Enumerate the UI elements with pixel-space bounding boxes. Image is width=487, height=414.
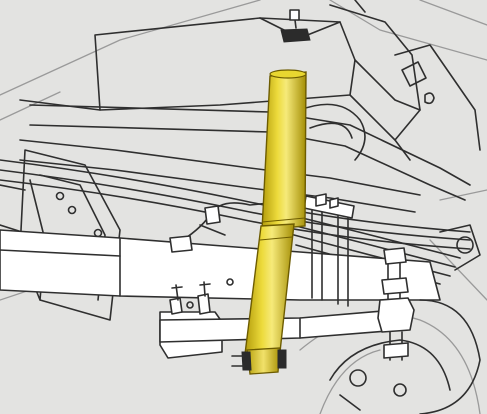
shock-upper-tube xyxy=(261,71,307,231)
shock-top-bushing xyxy=(280,28,311,43)
shock-lower-bushing-right xyxy=(277,349,287,369)
brake-backing-plate xyxy=(329,299,481,414)
upper-body-panels xyxy=(19,0,481,161)
shock-lower-eye xyxy=(246,347,281,375)
shock-absorber xyxy=(231,9,311,375)
u-bolts xyxy=(303,193,355,307)
shock-lower-bushing-left xyxy=(241,351,252,371)
end-link-right xyxy=(377,247,415,361)
shock-top-stud xyxy=(289,9,300,21)
frame-rails xyxy=(19,103,471,213)
brake-hose xyxy=(169,199,301,253)
